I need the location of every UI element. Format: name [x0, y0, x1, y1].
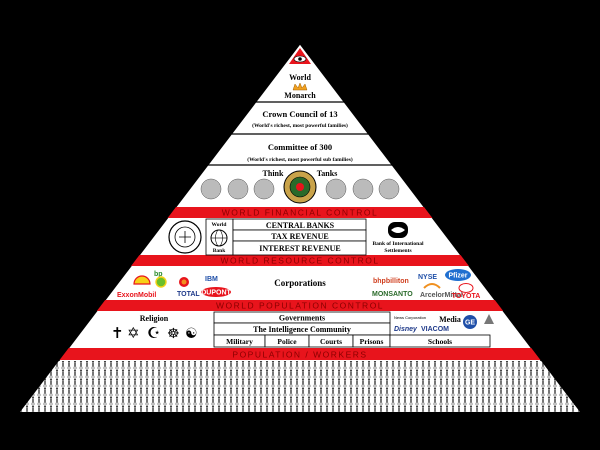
dupont-logo-icon [201, 287, 231, 297]
world-bank-globe-icon [210, 229, 228, 247]
think-tank-seal-2-icon [227, 178, 249, 200]
crown-council-title: Crown Council of 13 [262, 109, 337, 119]
think-tanks-right: Tanks [317, 169, 338, 178]
religion-label: Religion [140, 314, 169, 323]
disney-logo: Disney [394, 326, 418, 333]
all-seeing-eye-icon [289, 48, 311, 64]
governments-label: Governments [279, 314, 325, 323]
bhpbilliton-logo: bhpbilliton [373, 278, 409, 285]
exxonmobil-logo: ExxonMobil [117, 292, 156, 299]
total-logo: TOTAL [177, 291, 200, 298]
world-bank-line1: World [212, 222, 227, 228]
crown-council-subtitle: (World's richest, most powerful families… [252, 122, 348, 129]
media-label: Media [439, 315, 461, 324]
bp-logo: bp [154, 271, 163, 278]
cross-icon: ✝ [111, 324, 124, 342]
police-label: Police [277, 337, 297, 346]
media-triangle-logo-icon [484, 314, 494, 324]
star-of-david-icon: ✡ [127, 324, 140, 342]
world-bank-line2: Bank [213, 248, 226, 254]
courts-label: Courts [320, 337, 342, 346]
world-monarch-line2: Monarch [284, 91, 316, 100]
yin-yang-icon: ☯ [185, 326, 198, 342]
think-tank-seal-5-icon [352, 178, 374, 200]
bis-line1: Bank of International [372, 241, 424, 247]
band-population [20, 300, 580, 311]
ibm-logo: IBM [205, 276, 218, 283]
imf-seal-icon [168, 220, 202, 254]
news-corp-logo: News Corporation [394, 315, 426, 320]
dupont-logo: DUPONT [201, 290, 231, 297]
think-tank-seal-1-icon [200, 178, 222, 200]
om-icon: ☸ [167, 326, 180, 342]
workers-crowd [20, 361, 580, 412]
shell-logo-icon [133, 275, 151, 285]
band-financial [20, 207, 580, 218]
viacom-logo: VIACOM [421, 326, 449, 333]
pfizer-logo: Pfizer [448, 273, 467, 280]
think-tank-seal-3-icon [253, 178, 275, 200]
toyota-logo-icon [458, 283, 474, 293]
total-logo-icon [179, 277, 189, 287]
think-tank-seals [200, 178, 400, 200]
ge-logo-icon: GE [463, 315, 477, 329]
arcelormittal-logo: ArcelorMittal [420, 292, 463, 299]
corporations-title: Corporations [274, 278, 326, 288]
religion-symbols: ✝ ✡ ☪ ☸ ☯ [111, 324, 198, 342]
bis-logo-icon [388, 222, 408, 238]
military-label: Military [226, 337, 253, 346]
band-population-label: WORLD POPULATION CONTROL [216, 301, 384, 311]
committee-subtitle: (World's richest, most powerful sub fami… [247, 156, 353, 163]
crescent-icon: ☪ [147, 324, 160, 342]
tax-revenue-label: TAX REVENUE [271, 232, 328, 241]
bp-helios-icon [155, 276, 167, 288]
crown-icon [292, 82, 308, 91]
central-banks-label: CENTRAL BANKS [266, 221, 335, 230]
think-tanks-left: Think [263, 169, 284, 178]
nyse-logo: NYSE [418, 274, 437, 281]
band-workers [20, 348, 580, 360]
intelligence-label: The Intelligence Community [253, 325, 351, 334]
committee-title: Committee of 300 [268, 142, 332, 152]
monsanto-logo: MONSANTO [372, 291, 413, 298]
interest-revenue-label: INTEREST REVENUE [259, 244, 340, 253]
round-table-emblem-icon [283, 170, 317, 204]
band-financial-label: WORLD FINANCIAL CONTROL [222, 208, 379, 218]
band-resource [20, 255, 580, 266]
world-monarch-line1: World [289, 73, 311, 82]
think-tank-seal-6-icon [378, 178, 400, 200]
toyota-logo: TOYOTA [452, 293, 481, 300]
prisons-label: Prisons [360, 337, 384, 346]
arcelormittal-swoosh-icon [423, 283, 441, 289]
schools-label: Schools [428, 337, 452, 346]
bis-line2: Settlements [384, 248, 411, 254]
think-tank-seal-4-icon [325, 178, 347, 200]
ge-logo: GE [465, 320, 475, 327]
band-resource-label: WORLD RESOURCE CONTROL [220, 256, 379, 266]
pfizer-logo-icon [445, 269, 471, 281]
band-workers-label: POPULATION / WORKERS [232, 350, 367, 360]
